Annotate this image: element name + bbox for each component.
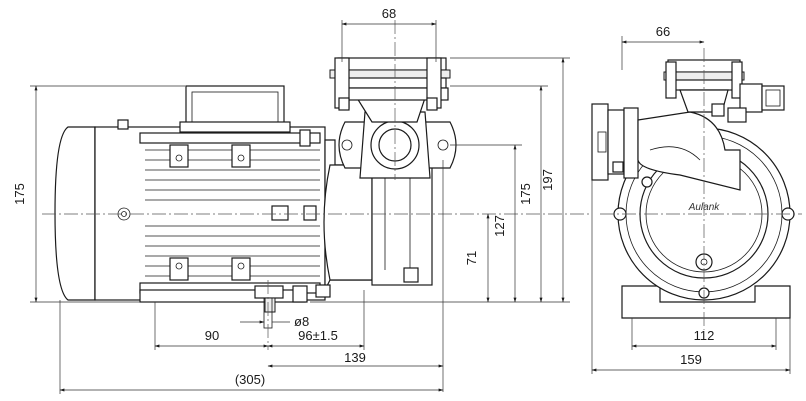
- dim-label-127: 127: [492, 215, 507, 237]
- dim-label-175-right: 175: [518, 183, 533, 205]
- front-view-dimensions: 66 112 159: [591, 24, 791, 374]
- dim-label-159: 159: [680, 352, 702, 367]
- dim-label-175-left: 175: [12, 183, 27, 205]
- motor-end-cap: [54, 126, 96, 301]
- dim-label-305: (305): [235, 372, 265, 387]
- dim-label-112: 112: [694, 328, 715, 343]
- dim-label-96: 96±1.5: [298, 328, 338, 343]
- dim-label-90: 90: [205, 328, 219, 343]
- dim-label-shaft-diameter: ø8: [294, 314, 309, 329]
- dim-label-66: 66: [656, 24, 670, 39]
- motor-body: [94, 126, 326, 301]
- dim-label-197: 197: [540, 169, 555, 191]
- side-view: [42, 20, 590, 350]
- front-view: Aulank: [591, 48, 802, 330]
- side-view-dimensions: 68 175 197 175 127 71 ø8 90 96±1.5: [12, 6, 570, 394]
- front-base: [621, 285, 791, 319]
- dim-label-139: 139: [344, 350, 366, 365]
- dim-label-71: 71: [464, 251, 479, 265]
- dim-label-68: 68: [382, 6, 396, 21]
